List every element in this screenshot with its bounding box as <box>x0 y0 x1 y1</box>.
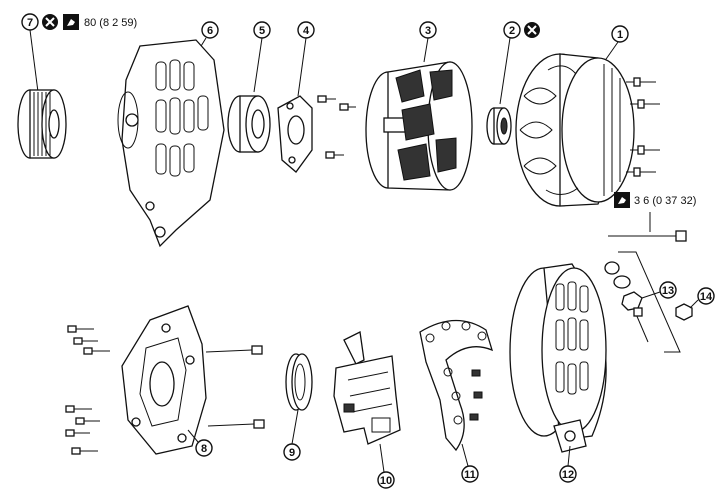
stator: 1 <box>515 25 660 207</box>
callout-3: 3 <box>425 25 431 37</box>
callout-11: 11 <box>464 469 476 481</box>
bearing-retainer: 4 <box>277 21 315 173</box>
torque-pulley-nut: 80 (8 2 59) <box>84 17 137 29</box>
callout-7-group: 7 <box>21 13 39 31</box>
callout-4: 4 <box>303 25 310 37</box>
seal-ring: 9 <box>283 353 313 461</box>
terminal-hardware: 13 14 <box>604 251 715 353</box>
callout-5: 5 <box>259 25 265 37</box>
callout-9: 9 <box>289 447 295 459</box>
rear-bearing: 2 <box>486 21 540 145</box>
callout-10: 10 <box>380 475 392 487</box>
do-not-reuse-symbol <box>42 14 58 30</box>
regulator-brush-holder: 10 <box>333 331 401 489</box>
callout-1: 1 <box>617 29 623 41</box>
retainer-screws <box>317 95 356 159</box>
rectifier: 11 <box>419 319 494 483</box>
torque-wrench-icon <box>63 14 79 30</box>
rotor: 3 <box>365 21 473 191</box>
front-bearing: 5 <box>227 21 271 153</box>
torque-wrench-icon <box>614 192 630 208</box>
through-bolt <box>608 212 687 242</box>
callout-14: 14 <box>700 291 713 303</box>
callout-8: 8 <box>201 443 207 455</box>
callout-12: 12 <box>562 469 574 481</box>
rear-cover-screws <box>65 325 265 455</box>
callout-6: 6 <box>207 25 213 37</box>
through-bolt-torque: 3 6 (0 37 32) <box>608 192 696 242</box>
callout-7: 7 <box>27 17 33 29</box>
torque-through-bolt: 3 6 (0 37 32) <box>634 195 696 207</box>
rear-housing: 12 <box>509 263 607 483</box>
front-housing: 6 <box>117 21 225 248</box>
pulley <box>17 29 67 159</box>
rear-cover: 8 <box>121 305 213 457</box>
callout-2: 2 <box>509 25 515 37</box>
callout-13: 13 <box>662 285 674 297</box>
do-not-reuse-symbol <box>524 22 540 38</box>
